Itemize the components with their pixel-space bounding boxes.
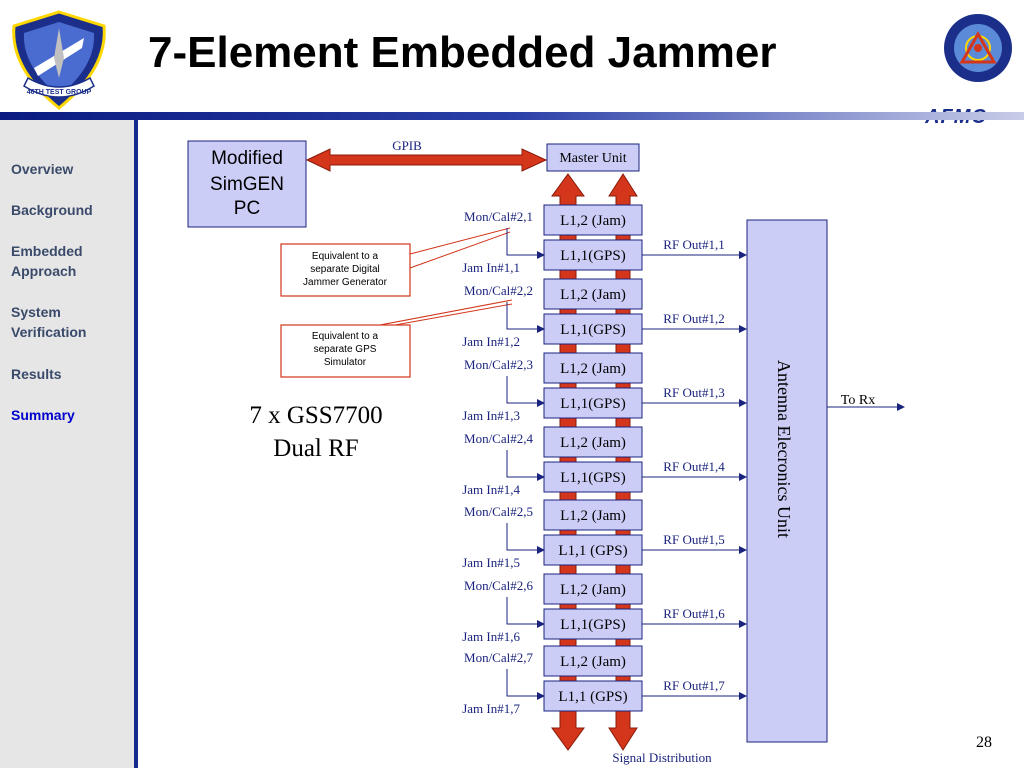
callout-gps-pointer-2 [394, 303, 513, 326]
jam-in-connector [506, 597, 545, 628]
master-unit-box [546, 143, 640, 172]
jam-in-connector [506, 669, 545, 700]
jam-channel-box [543, 278, 643, 310]
gps-channel-label: L1,1(GPS) [560, 470, 625, 486]
slide-header: 46TH TEST GROUP 7-Element Embedded Jamme… [0, 0, 1024, 128]
jam-channel-box [543, 204, 643, 236]
mon-cal-label: Mon/Cal#2,7 [464, 650, 533, 665]
page-title: 7-Element Embedded Jammer [148, 28, 777, 77]
jam-channel-box [543, 426, 643, 458]
mon-cal-label: Mon/Cal#2,6 [464, 578, 533, 593]
callout-digital-line-2: separate Digital [310, 264, 379, 275]
nav-item-summary[interactable]: Summary [11, 407, 75, 423]
pc-box-line-1: Modified [211, 148, 283, 169]
jam-in-label: Jam In#1,6 [462, 629, 520, 644]
nav-item-background[interactable]: Background [11, 202, 93, 218]
jam-channel-label: L1,2 (Jam) [560, 508, 626, 524]
jam-channel-label: L1,2 (Jam) [560, 287, 626, 303]
jam-channel-box [543, 352, 643, 384]
nav-item-results[interactable]: Results [11, 366, 62, 382]
mon-cal-label: Mon/Cal#2,1 [464, 209, 533, 224]
callout-gps-line-3: Simulator [324, 357, 367, 368]
antenna-electronics-unit-label: Antenna Elecronics Unit [774, 360, 794, 538]
callout-gps-line-2: separate GPS [314, 344, 377, 355]
jam-channel-box [543, 573, 643, 605]
callout-gps-simulator [280, 324, 411, 378]
mon-cal-label: Mon/Cal#2,5 [464, 504, 533, 519]
gpib-label: GPIB [392, 138, 422, 153]
rf-out-label: RF Out#1,6 [663, 606, 725, 621]
test-squadron-badge-logo [944, 14, 1012, 82]
logo-left-text: 46TH TEST GROUP [27, 89, 92, 96]
gps-channel-label: L1,1(GPS) [560, 248, 625, 264]
gps-channel-box [543, 387, 643, 419]
mon-cal-label: Mon/Cal#2,3 [464, 357, 533, 372]
gps-channel-label: L1,1(GPS) [560, 396, 625, 412]
rf-out-label: RF Out#1,2 [663, 311, 724, 326]
rf-out-label: RF Out#1,7 [663, 678, 725, 693]
gps-channel-label: L1,1 (GPS) [558, 543, 627, 559]
callout-digital-pointer-2 [409, 231, 511, 269]
jam-in-label: Jam In#1,1 [462, 260, 520, 275]
mon-cal-label: Mon/Cal#2,2 [464, 283, 533, 298]
jam-channel-label: L1,2 (Jam) [560, 213, 626, 229]
jam-in-connector [506, 450, 545, 481]
master-unit-label: Master Unit [559, 151, 626, 166]
to-rx-label: To Rx [841, 393, 875, 408]
rf-out-label: RF Out#1,1 [663, 237, 724, 252]
jam-in-label: Jam In#1,5 [462, 555, 520, 570]
jam-channel-box [543, 645, 643, 677]
jam-channel-label: L1,2 (Jam) [560, 361, 626, 377]
jam-in-connector [506, 376, 545, 407]
gps-channel-box [543, 313, 643, 345]
gps-channel-label: L1,1(GPS) [560, 617, 625, 633]
jam-channel-label: L1,2 (Jam) [560, 435, 626, 451]
gss-count-label: 7 x GSS7700 [249, 402, 382, 429]
mon-cal-label: Mon/Cal#2,4 [464, 431, 533, 446]
nav-item-overview[interactable]: Overview [11, 161, 74, 177]
gpib-arrow [305, 148, 548, 172]
gps-channel-label: L1,1(GPS) [560, 322, 625, 338]
sidebar-nav [0, 120, 134, 768]
gps-channel-box [543, 680, 643, 712]
test-group-shield-logo: 46TH TEST GROUP [12, 10, 106, 110]
nav-item-embedded-approach[interactable]: Embedded Approach [11, 243, 83, 279]
rf-out-label: RF Out#1,3 [663, 385, 724, 400]
jam-in-connector [506, 228, 545, 259]
jam-channel-box [543, 499, 643, 531]
callout-digital-jammer [280, 243, 411, 297]
pc-box-line-2: SimGEN [210, 174, 284, 195]
antenna-electronics-unit-box [746, 219, 828, 743]
jam-in-label: Jam In#1,4 [462, 482, 520, 497]
jam-channel-label: L1,2 (Jam) [560, 582, 626, 598]
gps-channel-box [543, 239, 643, 271]
nav-item-system-verification[interactable]: System Verification [11, 304, 87, 340]
pc-box-line-3: PC [234, 198, 260, 219]
gps-channel-box [543, 461, 643, 493]
gps-channel-box [543, 534, 643, 566]
signal-distribution-label: Signal Distribution [612, 750, 712, 765]
sidebar-border [134, 120, 138, 768]
jam-in-label: Jam In#1,2 [462, 334, 520, 349]
gps-channel-label: L1,1 (GPS) [558, 689, 627, 705]
jam-channel-label: L1,2 (Jam) [560, 654, 626, 670]
jam-in-connector [506, 523, 545, 554]
jam-in-label: Jam In#1,7 [462, 701, 520, 716]
header-accent-bar [0, 112, 1024, 120]
jam-in-connector [506, 302, 545, 333]
simgen-pc-box [187, 140, 307, 228]
callout-gps-line-1: Equivalent to a [312, 331, 379, 342]
rf-out-label: RF Out#1,4 [663, 459, 725, 474]
callout-gps-pointer-1 [379, 299, 513, 326]
page-number: 28 [976, 734, 992, 751]
rf-out-label: RF Out#1,5 [663, 532, 724, 547]
gss-dual-rf-label: Dual RF [273, 435, 358, 462]
callout-digital-line-3: Jammer Generator [303, 277, 388, 288]
callout-digital-line-1: Equivalent to a [312, 251, 379, 262]
jam-in-label: Jam In#1,3 [462, 408, 520, 423]
callout-digital-pointer-1 [409, 227, 511, 255]
